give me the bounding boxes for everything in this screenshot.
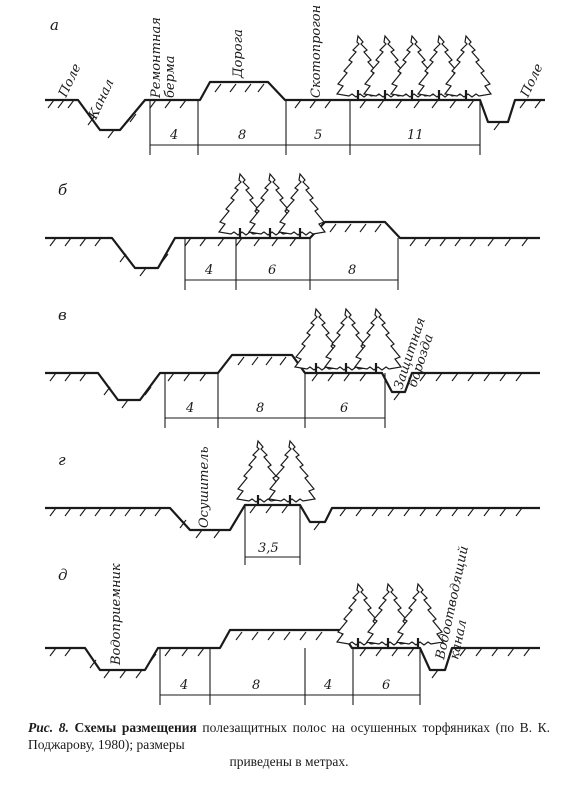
label-road: Дорога <box>231 29 246 79</box>
tree-row-c <box>293 307 403 375</box>
tree-row-b <box>217 172 327 240</box>
tree-row-d <box>235 439 317 507</box>
caption-line-3: приведены в метрах. <box>229 754 349 769</box>
dimension-label: 8 <box>252 678 260 693</box>
label-cattle-pass: Скотопрогон <box>309 5 324 98</box>
panel-e: д Водоприемник Водоотводящий канал 4 8 4… <box>45 545 540 705</box>
dimension-label: 6 <box>268 263 276 278</box>
ground-hatching-c <box>49 356 523 409</box>
figure-caption: Рис. 8. Схемы размещения полезащитных по… <box>28 719 550 770</box>
dimension-lines-c <box>164 373 386 428</box>
panel-d: г Осушитель 3,5 <box>45 439 540 565</box>
panel-c: в Защитная борозда 4 8 6 <box>45 306 540 428</box>
dimension-label: 6 <box>340 401 348 416</box>
dimension-label: 4 <box>204 263 213 278</box>
dimension-label: 4 <box>185 401 194 416</box>
panel-letter-c: в <box>58 306 67 324</box>
dimension-label: 3,5 <box>258 541 279 556</box>
label-water-receiver: Водоприемник <box>109 563 124 666</box>
label-field-right: Поле <box>518 61 547 100</box>
label-repair-berm-1: Ремонтная <box>149 17 164 99</box>
caption-line-2: торфяниках (по В. К. Поджарову, 1980); р… <box>28 720 551 752</box>
caption-line-1: полезащитных полос на осушенных <box>196 720 417 735</box>
label-field-left: Поле <box>56 61 85 100</box>
dimension-lines-b <box>184 238 399 290</box>
ground-profile-e <box>45 628 540 672</box>
panel-letter-e: д <box>58 566 68 584</box>
ground-hatching-d <box>49 504 523 539</box>
caption-figure-label: Рис. 8. <box>28 720 69 735</box>
dimension-label: 5 <box>314 128 322 143</box>
label-repair-berm-2: берма <box>163 56 178 98</box>
ground-profile-c <box>45 353 540 402</box>
panel-b: б 4 6 8 <box>45 172 540 290</box>
dimension-label: 6 <box>382 678 390 693</box>
panel-letter-b: б <box>58 181 68 199</box>
dimension-label: 8 <box>238 128 246 143</box>
label-canal: Канал <box>86 77 118 123</box>
caption-title: Схемы размещения <box>74 720 197 735</box>
dimension-lines-e <box>159 648 421 705</box>
panel-letter-d: г <box>58 451 66 469</box>
dimension-label: 8 <box>348 263 356 278</box>
dimension-lines-d <box>244 505 301 565</box>
dimension-label: 8 <box>256 401 264 416</box>
ground-profile-a <box>45 80 545 132</box>
panel-letter-a: а <box>50 16 59 34</box>
dimension-label: 4 <box>179 678 188 693</box>
panel-a: а Поле Канал Ремонтная берма Дорога Скот… <box>45 5 547 155</box>
dimension-label: 4 <box>169 128 178 143</box>
label-drain: Осушитель <box>197 446 212 528</box>
ground-profile-b <box>45 220 540 270</box>
tree-row-a <box>335 34 493 102</box>
dimension-label: 11 <box>407 128 424 143</box>
tree-icon <box>267 439 317 507</box>
dimension-label: 4 <box>323 678 332 693</box>
ground-hatching-e <box>49 631 531 679</box>
ground-hatching-a <box>47 83 542 139</box>
tree-row-e <box>335 582 445 650</box>
ground-profile-d <box>45 503 540 532</box>
ground-hatching-b <box>49 223 529 277</box>
dimension-lines-a <box>149 100 481 155</box>
